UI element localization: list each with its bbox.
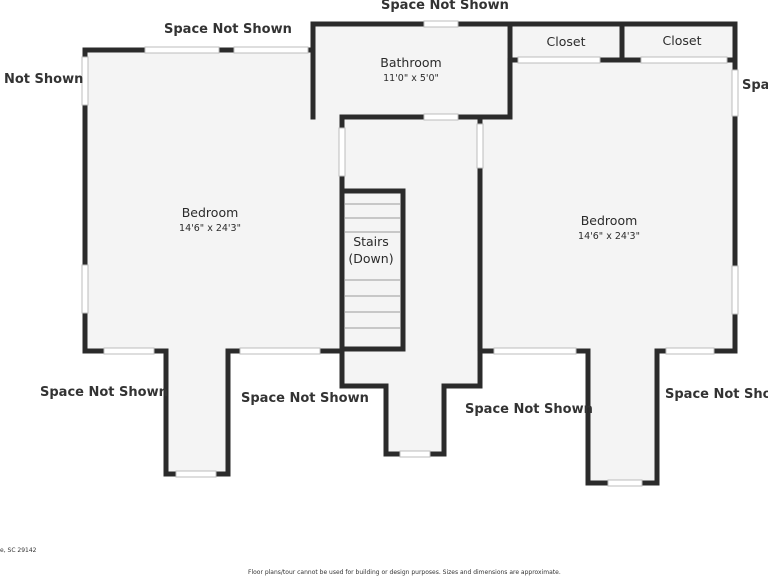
space-not-shown-bottom-1: Space Not Shown [40,385,168,400]
window-bottom-left [103,347,155,355]
room-dims-bedroom-right: 14'6" x 24'3" [578,231,640,242]
space-not-shown-right-edge: Spac [742,78,768,93]
room-label-bedroom-left: Bedroom [181,205,239,220]
opening-hall-left [338,127,346,177]
space-not-shown-bottom-4: Space Not Show [665,387,768,402]
room-label-stairs-down: (Down) [348,251,394,266]
window-left-upper [81,56,89,106]
footer-disclaimer: Floor plans/tour cannot be used for buil… [248,569,561,576]
window-top-left-2 [233,46,309,54]
room-label-closet-a: Closet [546,34,586,49]
space-not-shown-top-center: Space Not Shown [381,0,509,13]
room-label-bedroom-right: Bedroom [580,213,638,228]
floor-areas [87,25,734,483]
window-bedroom-bottom-right [607,479,643,487]
window-right-lower [731,265,739,315]
space-not-shown-left-edge: Not Shown [4,72,84,87]
floor-bathroom [313,25,507,117]
window-top-left [144,46,220,54]
window-bottom-right-2 [665,347,715,355]
space-not-shown-top-left: Space Not Shown [164,22,292,37]
room-label-stairs: Stairs [353,234,389,249]
room-label-bathroom: Bathroom [380,55,442,70]
space-not-shown-bottom-2: Space Not Shown [241,391,369,406]
window-bottom-mid [239,347,321,355]
floor-closet-b [624,25,734,58]
space-not-shown-bottom-3: Space Not Shown [465,402,593,417]
floor-hallway [342,117,477,454]
window-bottom-right-1 [493,347,577,355]
opening-hall-right [476,123,484,169]
room-dims-bathroom: 11'0" x 5'0" [383,73,439,84]
window-bedroom-bottom-left [175,470,217,478]
room-dims-bedroom-left: 14'6" x 24'3" [179,223,241,234]
stair-treads [345,203,400,329]
floor-bedroom-right [477,58,734,483]
wall-stairs [339,188,406,352]
opening-closet-a [517,56,601,64]
window-left-lower [81,264,89,314]
room-label-closet-b: Closet [662,33,702,48]
floor-bedroom-left [87,52,342,474]
window-hall-bottom [399,450,431,458]
windows [81,20,739,487]
opening-closet-b [640,56,728,64]
footer-address: e, SC 29142 [0,547,37,554]
window-right-upper [731,69,739,117]
window-bath-top [423,20,459,28]
floor-closet-a [510,25,621,58]
window-bath-bottom [423,113,459,121]
